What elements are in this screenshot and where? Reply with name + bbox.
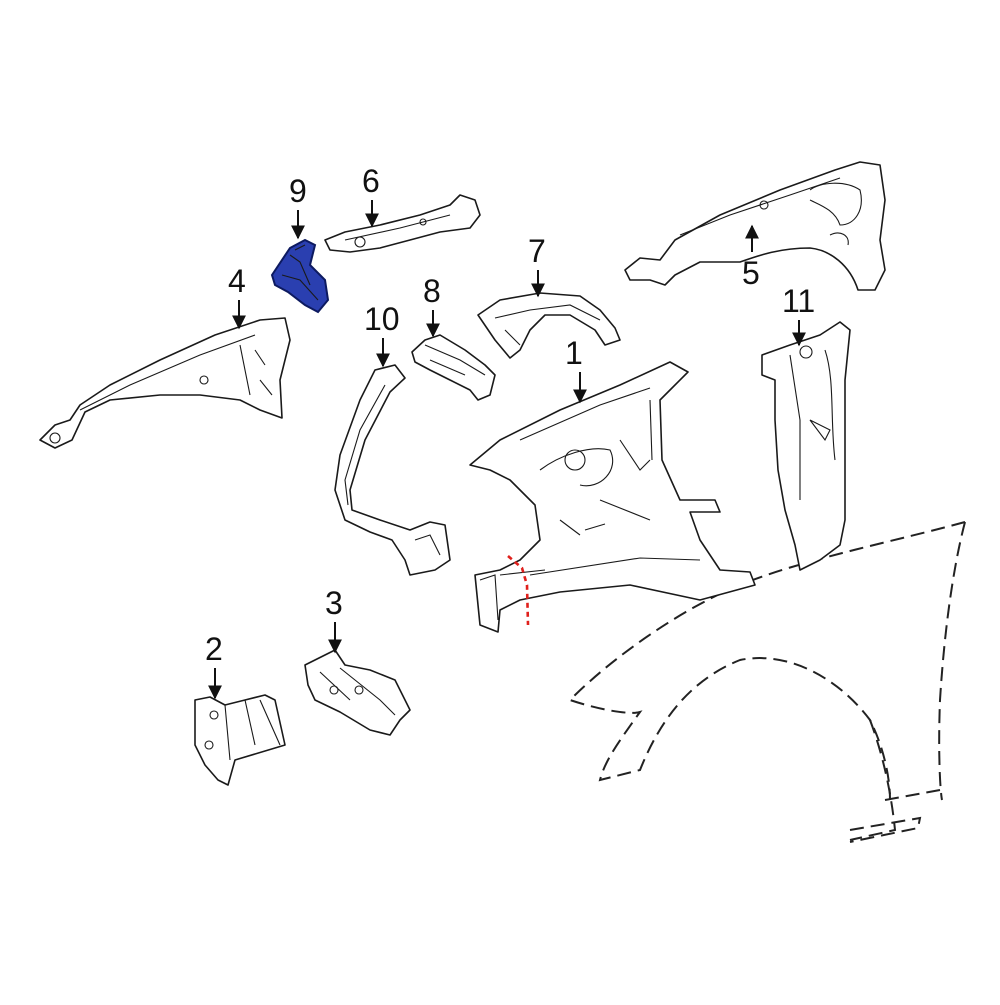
callout-label: 4: [228, 263, 246, 299]
part-2-bracket: [194, 694, 286, 786]
callout-9: 9: [289, 173, 307, 240]
part-7-splash-shield: [477, 292, 621, 359]
callout-label: 9: [289, 173, 307, 209]
callout-3: 3: [325, 585, 343, 654]
part-11-panel: [761, 321, 851, 571]
callout-10: 10: [364, 301, 400, 368]
cut-line: [507, 555, 530, 626]
callout-8: 8: [423, 273, 441, 338]
callout-6: 6: [362, 163, 380, 228]
ghost-fender-outline: [568, 521, 966, 843]
callout-5: 5: [742, 224, 760, 291]
callout-label: 3: [325, 585, 343, 621]
callout-4: 4: [228, 263, 246, 330]
callout-1: 1: [565, 335, 587, 404]
part-3-rail-extension: [304, 649, 411, 736]
part-9-highlighted-bracket: [270, 238, 330, 314]
callout-label: 8: [423, 273, 441, 309]
part-4-upper-rail: [39, 317, 291, 449]
part-1-apron-assembly: [469, 361, 756, 633]
callout-label: 5: [742, 255, 760, 291]
callout-label: 6: [362, 163, 380, 199]
part-8-bracket: [411, 334, 496, 401]
callout-label: 11: [782, 283, 815, 319]
callout-label: 7: [528, 233, 546, 269]
callout-2: 2: [205, 631, 223, 700]
part-10-support-arm: [334, 364, 451, 576]
callout-11: 11: [782, 283, 815, 347]
part-6-support: [324, 194, 481, 253]
callout-label: 1: [565, 335, 583, 371]
callout-7: 7: [528, 233, 546, 298]
callout-label: 2: [205, 631, 223, 667]
callout-label: 10: [364, 301, 400, 337]
